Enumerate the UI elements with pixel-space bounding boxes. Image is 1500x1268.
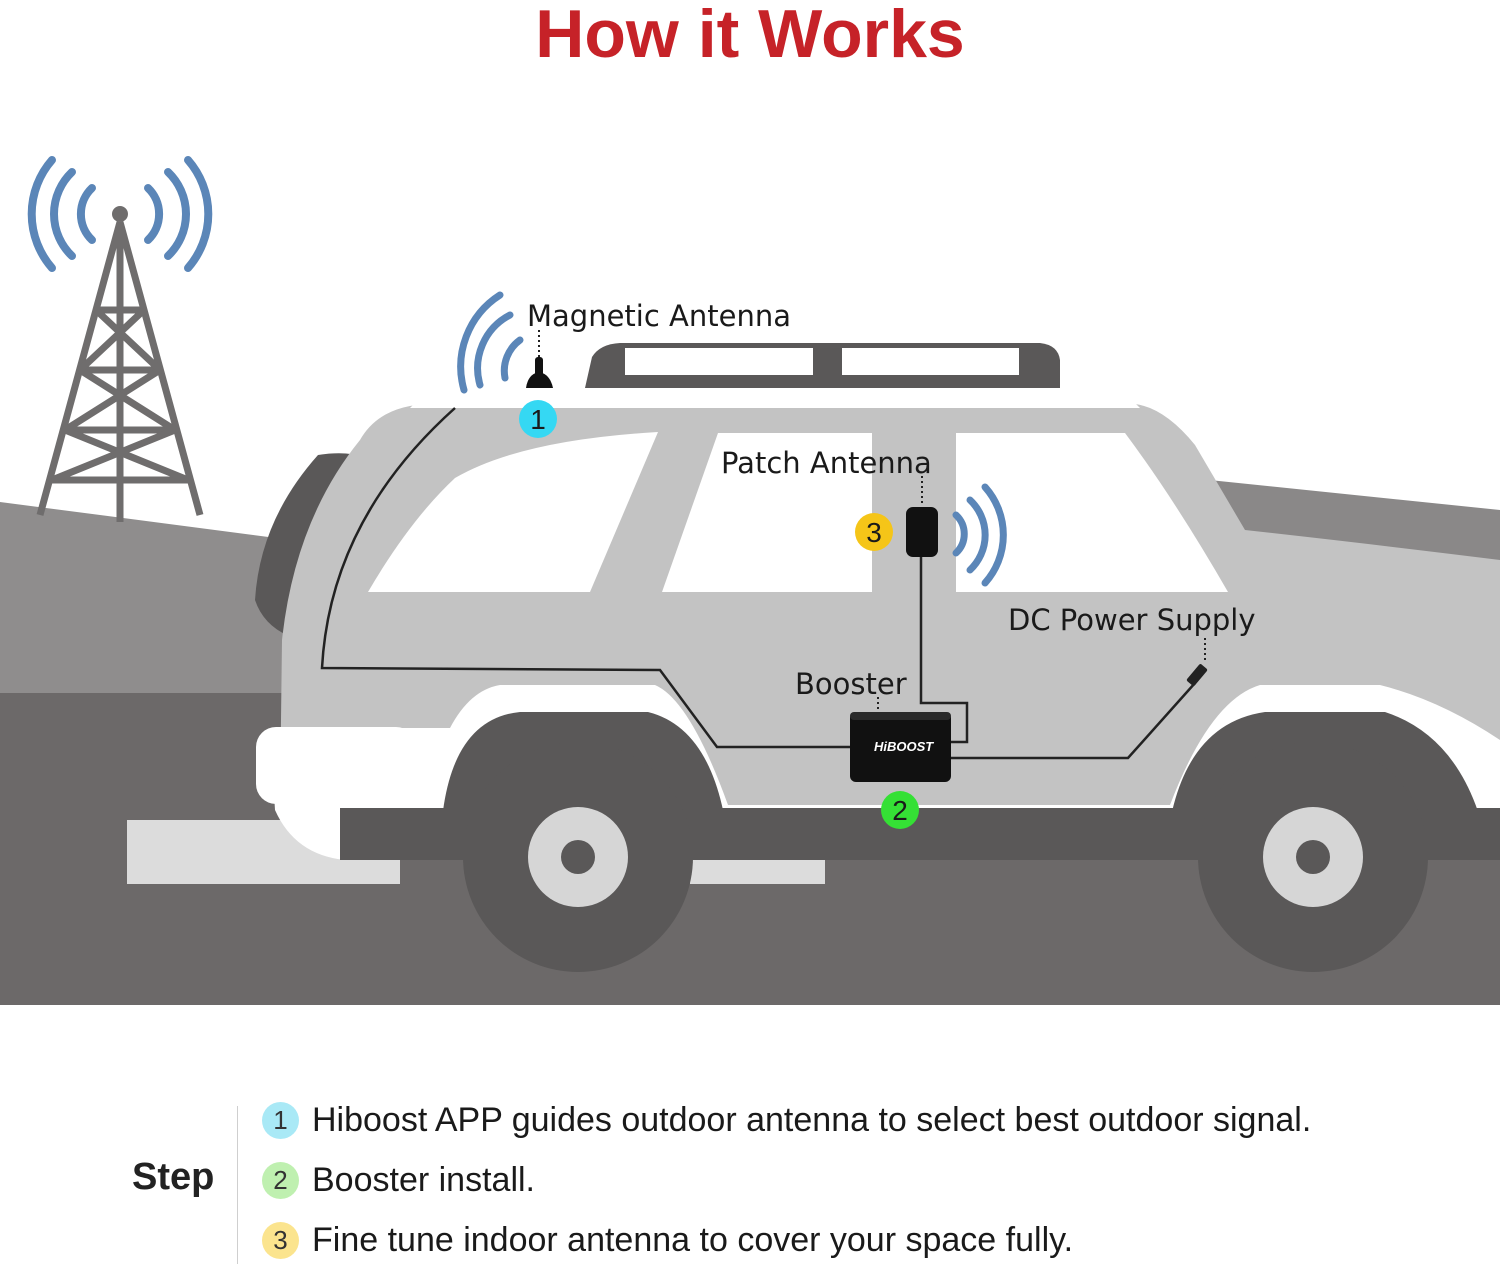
steps-divider [237, 1106, 238, 1264]
roof-rack-slot-1 [625, 348, 813, 375]
patch-cable [919, 555, 969, 744]
antenna-cable [320, 407, 852, 749]
tower-tip [112, 206, 128, 222]
tower-signal-waves-icon [27, 156, 213, 272]
page-title: How it Works [535, 0, 965, 72]
step-item-1: 1 Hiboost APP guides outdoor antenna to … [262, 1100, 1311, 1140]
svg-text:3: 3 [866, 517, 882, 548]
dc-power-supply-label: DC Power Supply [1008, 603, 1256, 637]
steps-heading: Step [132, 1156, 215, 1198]
patch-antenna-icon [906, 507, 938, 557]
cell-tower-icon [36, 221, 204, 522]
step-item-2: 2 Booster install. [262, 1160, 535, 1200]
antenna-signal-waves-icon [457, 291, 524, 394]
step-text-2: Booster install. [312, 1160, 535, 1199]
svg-text:1: 1 [530, 404, 546, 435]
svg-text:2: 2 [892, 795, 908, 826]
booster-label: Booster [795, 667, 907, 701]
patch-signal-waves-icon [952, 483, 1007, 587]
booster-brand: HiBOOST [874, 739, 934, 754]
step-text-3: Fine tune indoor antenna to cover your s… [312, 1220, 1074, 1259]
roof-rack-slot-2 [842, 348, 1019, 375]
step-number-3: 3 [262, 1221, 299, 1259]
middle-window [662, 433, 872, 592]
step-item-3: 3 Fine tune indoor antenna to cover your… [262, 1220, 1073, 1260]
step-number-1: 1 [262, 1101, 299, 1139]
badge-3: 3 [855, 513, 893, 551]
step-text-1: Hiboost APP guides outdoor antenna to se… [312, 1100, 1312, 1139]
rear-bumper [256, 727, 416, 804]
hill-left [0, 502, 330, 700]
magnetic-antenna-icon [526, 357, 553, 388]
rear-window [368, 432, 658, 592]
step-number-2: 2 [262, 1161, 299, 1199]
magnetic-antenna-label: Magnetic Antenna [527, 299, 791, 333]
booster-icon: HiBOOST [850, 712, 951, 782]
badge-2: 2 [881, 791, 919, 829]
front-wheel [1198, 742, 1428, 972]
steps-section: Step 1 Hiboost APP guides outdoor antenn… [0, 1100, 1500, 1268]
rear-wheel [463, 742, 693, 972]
power-cable [950, 682, 1196, 760]
patch-antenna-label: Patch Antenna [721, 446, 932, 480]
roof-highlight [410, 398, 1140, 408]
installation-diagram: HiBOOST Magnetic Antenna Patch Antenna D… [0, 156, 1500, 1005]
dc-power-plug-icon [1186, 664, 1208, 686]
front-window [956, 433, 1228, 592]
badge-1: 1 [519, 400, 557, 438]
